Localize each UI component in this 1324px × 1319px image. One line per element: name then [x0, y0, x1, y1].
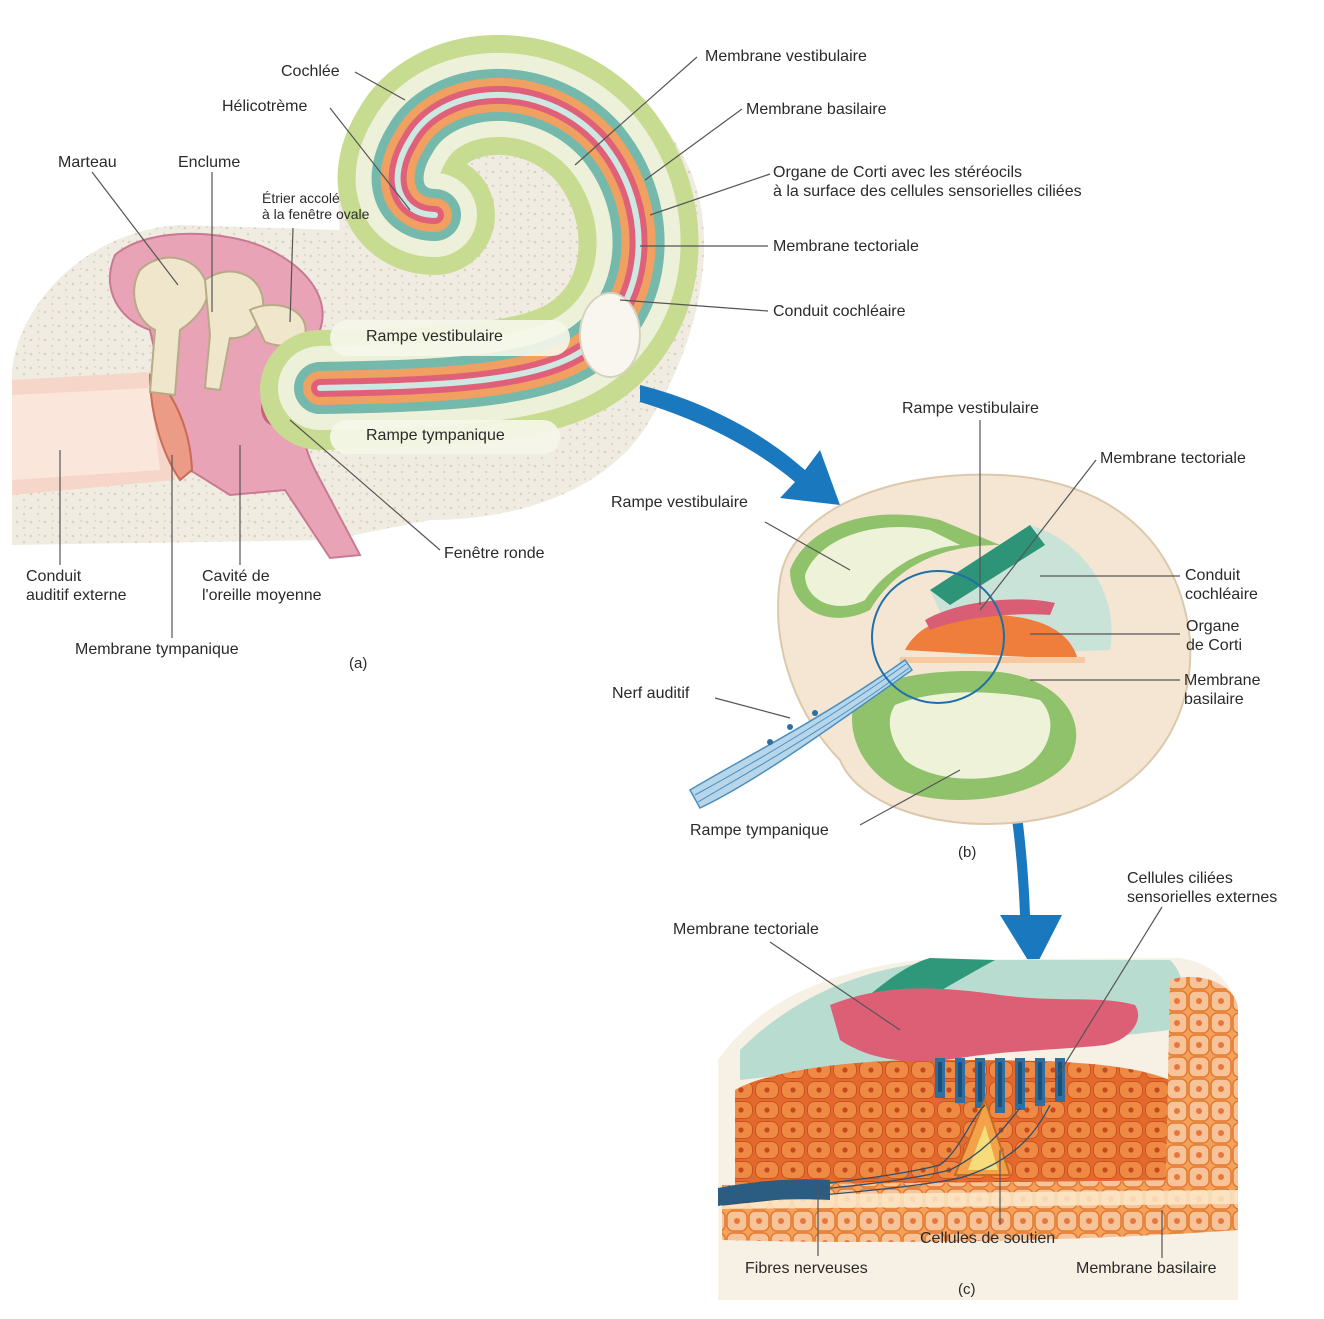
label-membrane-basilaire-c: Membrane basilaire [1076, 1259, 1217, 1278]
label-fibres-nerveuses: Fibres nerveuses [745, 1259, 868, 1278]
label-conduit-cochleaire-b-line-1: Conduit [1185, 566, 1258, 585]
label-membrane-tectoriale-a: Membrane tectoriale [773, 237, 919, 256]
label-organe-corti-a-line-2: à la surface des cellules sensorielles c… [773, 182, 1082, 201]
panel-a-drawing [12, 44, 704, 558]
label-membrane-tectoriale-c: Membrane tectoriale [673, 920, 819, 939]
label-conduit-auditif: Conduit auditif externe [26, 567, 127, 605]
label-cellules-soutien: Cellules de soutien [920, 1229, 1055, 1248]
label-cochlee: Cochlée [281, 62, 340, 81]
label-fenetre-ronde: Fenêtre ronde [444, 544, 545, 563]
label-etrier-line-2: à la fenêtre ovale [262, 206, 369, 222]
label-etrier-line-1: Étrier accolé [262, 190, 369, 206]
label-membrane-basilaire-b-line-1: Membrane [1184, 671, 1260, 690]
label-cellules-ciliees-line-1: Cellules ciliées [1127, 869, 1277, 888]
label-rampe-vestibulaire-b: Rampe vestibulaire [611, 493, 748, 512]
label-nerf-auditif: Nerf auditif [612, 684, 689, 703]
label-rampe-tympanique-a: Rampe tympanique [366, 426, 505, 445]
label-membrane-basilaire-b: Membrane basilaire [1184, 671, 1260, 709]
label-conduit-cochleaire-b-line-2: cochléaire [1185, 585, 1258, 604]
label-marteau: Marteau [58, 153, 117, 172]
label-organe-corti-a-line-1: Organe de Corti avec les stéréocils [773, 163, 1082, 182]
label-cellules-ciliees: Cellules ciliées sensorielles externes [1127, 869, 1277, 907]
label-membrane-basilaire-b-line-2: basilaire [1184, 690, 1260, 709]
label-rampe-vestibulaire-b-top: Rampe vestibulaire [902, 399, 1039, 418]
label-conduit-auditif-line-2: auditif externe [26, 586, 127, 605]
label-conduit-cochleaire-b: Conduit cochléaire [1185, 566, 1258, 604]
label-organe-corti-b-line-1: Organe [1186, 617, 1242, 636]
label-membrane-tympanique: Membrane tympanique [75, 640, 239, 659]
label-cavite: Cavité de l'oreille moyenne [202, 567, 322, 605]
caption-c: (c) [958, 1280, 976, 1299]
label-membrane-tectoriale-b: Membrane tectoriale [1100, 449, 1246, 468]
label-rampe-vestibulaire-a: Rampe vestibulaire [366, 327, 503, 346]
label-organe-corti-b: Organe de Corti [1186, 617, 1242, 655]
label-cavite-line-2: l'oreille moyenne [202, 586, 322, 605]
label-enclume: Enclume [178, 153, 240, 172]
caption-b: (b) [958, 843, 976, 862]
label-organe-corti-a: Organe de Corti avec les stéréocils à la… [773, 163, 1082, 201]
label-membrane-basilaire-a: Membrane basilaire [746, 100, 887, 119]
label-rampe-tympanique-b: Rampe tympanique [690, 821, 829, 840]
caption-a: (a) [349, 654, 367, 673]
label-conduit-auditif-line-1: Conduit [26, 567, 127, 586]
label-membrane-vestibulaire: Membrane vestibulaire [705, 47, 867, 66]
panel-b-drawing [690, 475, 1190, 824]
panel-c-drawing [718, 958, 1238, 1300]
label-cavite-line-1: Cavité de [202, 567, 322, 586]
label-helicotreme: Hélicotrème [222, 97, 307, 116]
label-organe-corti-b-line-2: de Corti [1186, 636, 1242, 655]
arrow-a-to-b [640, 385, 840, 505]
label-cellules-ciliees-line-2: sensorielles externes [1127, 888, 1277, 907]
label-etrier: Étrier accolé à la fenêtre ovale [262, 190, 369, 222]
label-conduit-cochleaire-a: Conduit cochléaire [773, 302, 906, 321]
